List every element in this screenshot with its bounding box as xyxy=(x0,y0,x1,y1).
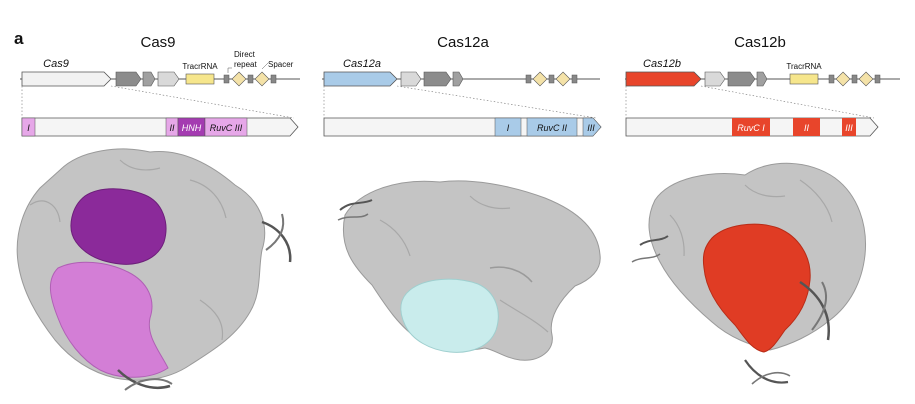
cas9-direct-repeat xyxy=(231,71,247,87)
cas12a-gene-label: Cas12a xyxy=(343,58,381,70)
cas9-gene-arrow xyxy=(21,71,112,87)
cas9-ruvc-domain-surface xyxy=(50,261,169,378)
cas12a-domain-ruvc-iii: III xyxy=(587,123,595,133)
cas12b-panel: Cas12b Cas12b TracrRNA RuvC I II III xyxy=(625,34,900,385)
cas12a-protein-structure xyxy=(337,180,601,361)
panel-label: a xyxy=(14,29,24,48)
cas9-domain-arrow xyxy=(21,117,299,137)
cas12b-domain-ruvc-i: RuvC I xyxy=(737,123,765,133)
cas9-hnh-domain-surface xyxy=(70,188,167,265)
cas12b-ruvc-domain-surface xyxy=(702,223,811,353)
cas9-direct-label: Direct xyxy=(234,50,256,59)
cas9-domain-ruvc-iii: RuvC III xyxy=(210,123,243,133)
cas12a-title: Cas12a xyxy=(437,34,489,51)
cas2-gene xyxy=(142,71,156,87)
cas9-domain-hnh: HNH xyxy=(182,123,202,133)
cas12a-domain-ruvc-ii: RuvC II xyxy=(537,123,568,133)
cas12b-tracr-label: TracrRNA xyxy=(786,62,822,71)
cas12b-gene-arrow xyxy=(625,71,702,87)
cas12a-gene-arrow xyxy=(323,71,398,87)
cas9-domain-ruvc-i: I xyxy=(27,123,30,133)
cas12b-title: Cas12b xyxy=(734,34,786,51)
cas1-gene xyxy=(115,71,142,87)
cas9-spacer-label: Spacer xyxy=(268,60,294,69)
cas9-domain-ruvc-ii: II xyxy=(169,123,175,133)
cas9-tracr-label: TracrRNA xyxy=(182,62,218,71)
cas12b-protein-structure xyxy=(631,162,867,385)
cas12b-domain-ruvc-ii: II xyxy=(804,123,810,133)
cas9-panel: Cas9 Cas9 TracrRNA Direct repeat Spacer … xyxy=(16,34,300,391)
cas12b-gene-label: Cas12b xyxy=(643,58,681,70)
cas9-title: Cas9 xyxy=(140,34,175,51)
cas9-repeat-label: repeat xyxy=(234,60,257,69)
cas9-tracr-rna xyxy=(185,73,215,85)
cas12b-tracr-rna xyxy=(789,73,819,85)
cas12a-domain-ruvc-i: I xyxy=(507,123,510,133)
cas12a-ruvc-domain-surface xyxy=(400,278,499,353)
cas12a-panel: Cas12a Cas12a I RuvC II III xyxy=(322,34,602,361)
cas12b-domain-ruvc-iii: III xyxy=(845,123,853,133)
cas9-protein-structure xyxy=(16,148,292,391)
cas9-gene-label: Cas9 xyxy=(43,58,69,70)
csn2-gene xyxy=(157,71,180,87)
